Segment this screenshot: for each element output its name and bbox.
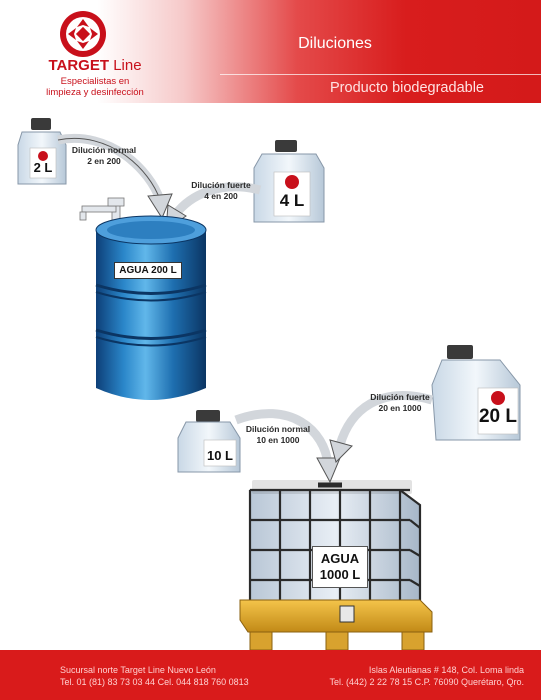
arrow-normal-bottom <box>234 409 333 466</box>
footer-bar <box>0 650 541 700</box>
jug-10l-label: 10 L <box>206 448 233 463</box>
page-title: Diluciones <box>298 35 372 52</box>
target-logo-icon <box>60 11 106 57</box>
strong-dilution-label-top: Dilución fuerte 4 en 200 <box>191 180 251 201</box>
jug-4l-label: 4 L <box>279 191 305 210</box>
brand-name: TARGET Line <box>48 57 142 74</box>
jug-2l-label: 2 L <box>33 160 53 175</box>
normal-dilution-label-top: Dilución normal 2 en 200 <box>71 145 137 166</box>
footer-left-contact: Sucursal norte Target Line Nuevo León Te… <box>60 665 249 687</box>
jug-10l-icon <box>177 410 241 473</box>
footer-right-contact: Islas Aleutianas # 148, Col. Loma linda … <box>329 665 524 687</box>
jug-2l-icon <box>17 118 67 185</box>
drum-icon <box>95 215 207 400</box>
tote-label: AGUA 1000 L <box>312 546 368 588</box>
strong-dilution-label-bottom: Dilución fuerte 20 en 1000 <box>370 392 430 413</box>
brand-logo: TARGET Line Especialistas en limpieza y … <box>22 6 172 98</box>
page-subtitle: Producto biodegradable <box>330 80 484 96</box>
arrow-strong-bottom <box>335 391 434 447</box>
jug-20l-label: 20 L <box>478 406 518 427</box>
brand-tagline: Especialistas en limpieza y desinfección <box>46 76 144 98</box>
normal-dilution-label-bottom: Dilución normal 10 en 1000 <box>245 424 311 445</box>
arrow-strong-top <box>171 182 262 218</box>
jug-4l-icon <box>253 140 325 223</box>
jug-20l-icon <box>431 345 521 441</box>
drum-label: AGUA 200 L <box>114 262 182 279</box>
header-divider <box>220 74 541 75</box>
